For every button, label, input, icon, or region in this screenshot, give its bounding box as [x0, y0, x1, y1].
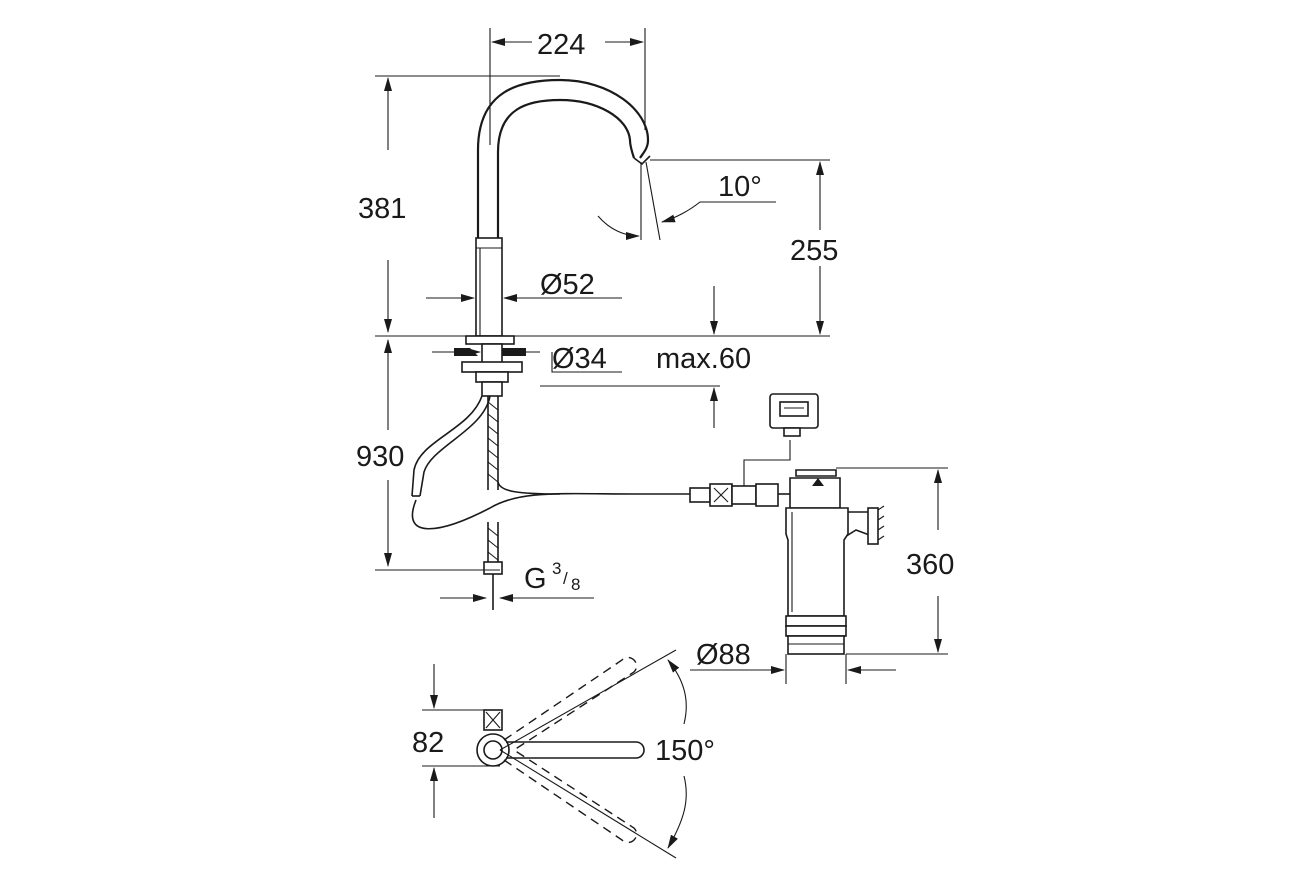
label-outlet-height: 255 — [790, 235, 838, 267]
dimension-labels: 224 381 10° 255 Ø52 Ø34 max.60 930 G 3 /… — [356, 29, 954, 767]
label-body-diameter: Ø52 — [540, 269, 595, 301]
label-thread-numerator: 3 — [552, 559, 561, 578]
label-offset: 82 — [412, 727, 444, 759]
label-swivel-angle: 150° — [655, 735, 715, 767]
filter-cartridge — [785, 507, 849, 617]
dimension-lines — [375, 28, 948, 859]
label-thread-denominator: 8 — [571, 575, 580, 594]
label-filter-height: 360 — [906, 549, 954, 581]
label-hole-diameter: Ø34 — [552, 343, 607, 375]
label-spout-height: 381 — [358, 193, 406, 225]
faucet-side-view — [411, 78, 668, 610]
label-max-thickness: max.60 — [656, 343, 751, 375]
label-filter-diameter: Ø88 — [696, 639, 751, 671]
filter-assembly — [668, 393, 885, 655]
label-width-top: 224 — [537, 29, 585, 61]
faucet-top-view — [476, 656, 645, 844]
label-hose-length: 930 — [356, 441, 404, 473]
label-thread: G — [524, 563, 547, 595]
label-spout-angle: 10° — [718, 171, 762, 203]
label-thread-slash: / — [563, 569, 568, 588]
